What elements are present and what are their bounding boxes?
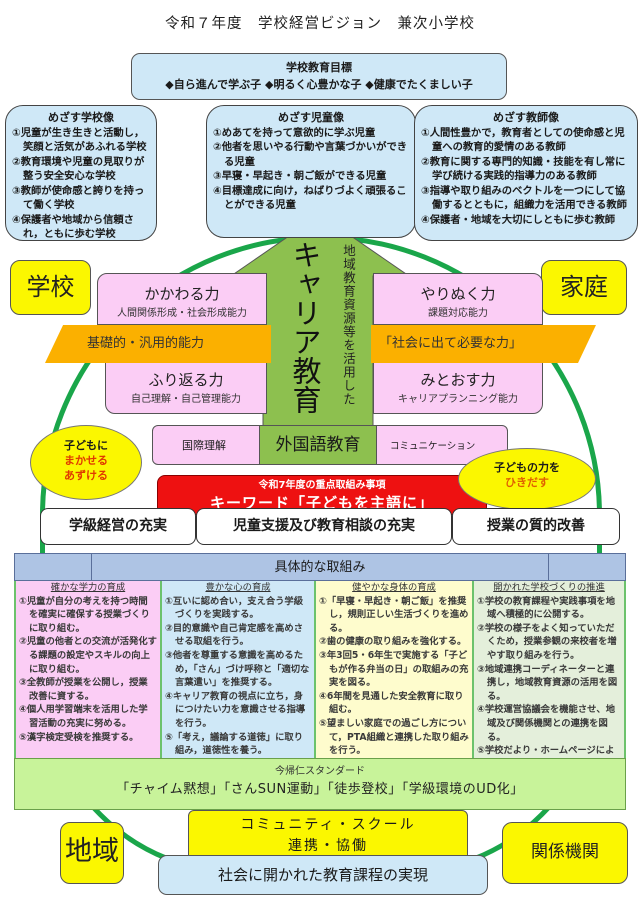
vision-item: ②他者を思いやる行動や言葉づかいができる児童 bbox=[213, 141, 408, 168]
column-title: 健やかな身体の育成 bbox=[352, 582, 436, 593]
column-item: ④個人用学習端末を活用した学習活動の充実に努める。 bbox=[19, 704, 148, 729]
society-ability-band: 「社会に出て必要な力」 bbox=[371, 325, 596, 363]
divider bbox=[91, 554, 92, 581]
ability-mitoosu: みとおす力 キャリアプランニング能力 bbox=[373, 362, 543, 414]
column-item: ④キャリア教育の視点に立ち，身につけたい力を意識させる指導を行う。 bbox=[165, 690, 306, 729]
column-item: ④6年間を見通した安全教育に取り組む。 bbox=[319, 690, 464, 716]
cloud-line: まかせる bbox=[64, 454, 108, 467]
target-student-vision: めざす児童像 ①めあてを持って意欲的に学ぶ児童 ②他者を思いやる行動や言葉づかい… bbox=[206, 105, 416, 238]
column-item: ②歯の健康の取り組みを強化する。 bbox=[319, 636, 467, 648]
column-title: 豊かな心の育成 bbox=[205, 582, 271, 593]
vision-item: ③教師が使命感と誇りを持って働く学校 bbox=[12, 184, 145, 212]
cloud-line: 子どもに bbox=[64, 439, 108, 452]
vision-item: ②教育環境や児童の見取りが整う安全安心な学校 bbox=[12, 155, 145, 183]
school-education-goal: 学校教育目標 ◆自ら進んで学ぶ子 ◆明るく心豊かな子 ◆健康でたくましい子 bbox=[131, 53, 507, 100]
column-title: 確かな学力の育成 bbox=[50, 582, 126, 593]
specific-initiatives-header: 具体的な取組み bbox=[14, 553, 626, 581]
foreign-language-row: 国際理解 外国語教育 コミュニケーション bbox=[152, 425, 508, 465]
target-school-vision: めざす学校像 ①児童が生き生きと活動し，笑顔と活気があふれる学校 ②教育環境や児… bbox=[5, 105, 157, 241]
open-curriculum-realization: 社会に開かれた教育課程の実現 bbox=[158, 855, 488, 895]
goal-title: 学校教育目標 bbox=[286, 61, 352, 74]
ability-sub: 人間関係形成・社会形成能力 bbox=[117, 308, 247, 319]
initiative-column-academic: 確かな学力の育成 ①児童が自分の考えを持つ時間を確実に確保する授業づくりに取り組… bbox=[14, 581, 160, 758]
ability-kakawaru: かかわる力 人間関係形成・社会形成能力 bbox=[97, 273, 267, 325]
vision-item: ③早寝・早起き・朝ご飯ができる児童 bbox=[213, 170, 387, 182]
school-box: 学校 bbox=[10, 260, 91, 315]
cloud-line: ひきだす bbox=[505, 476, 549, 489]
column-item: ③全教師が授業を公開し，授業改善に資する。 bbox=[19, 677, 148, 702]
page-title: 令和７年度 学校経営ビジョン 兼次小学校 bbox=[165, 16, 475, 32]
divider bbox=[548, 554, 549, 581]
column-item: ②目的意識や自己肯定感を高めさせる取組を行う。 bbox=[165, 622, 304, 648]
pillar-class-management: 学級経営の充実 bbox=[40, 508, 196, 545]
vision-item: ②教育に関する専門的知識・技能を有し常に学び続ける実践的指導力のある教師 bbox=[421, 155, 626, 183]
vision-title: めざす教師像 bbox=[493, 111, 559, 124]
vision-item: ④目標達成に向け，ねばりづよく頑張ることができる児童 bbox=[213, 184, 407, 212]
ability-sub: 課題対応能力 bbox=[428, 308, 488, 319]
home-box: 家庭 bbox=[541, 260, 627, 315]
cloud-line: あずける bbox=[64, 469, 108, 482]
column-title: 開かれた学校づくりの推進 bbox=[493, 582, 605, 593]
column-item: ⑤「考え，議論する道徳」に取り組み，道徳性を養う。 bbox=[165, 731, 304, 757]
column-item: ①学校の教育課程や実践事項を地域へ積極的に公開する。 bbox=[477, 595, 616, 621]
column-item: ⑤望ましい家庭での過ごし方について，PTA組織と連携した取り組みを行う。 bbox=[319, 717, 469, 757]
cloud-draw-out-ability: 子どもの力を ひきだす bbox=[458, 448, 596, 510]
community-school-title: コミュニティ・スクール bbox=[240, 817, 416, 833]
ability-title: やりぬく力 bbox=[420, 285, 496, 303]
column-item: ①児童が自分の考えを持つ時間を確実に確保する授業づくりに取り組む。 bbox=[19, 595, 150, 634]
ability-title: みとおす力 bbox=[420, 371, 496, 389]
pillar-lesson-improvement: 授業の質的改善 bbox=[452, 508, 620, 545]
career-education-sublabel: 地域教育資源等を活用した bbox=[341, 244, 356, 406]
standard-title: 今帰仁スタンダード bbox=[275, 766, 365, 777]
international-understanding: 国際理解 bbox=[182, 439, 226, 452]
ability-sub: キャリアプランニング能力 bbox=[398, 394, 518, 405]
cloud-entrust-children: 子どもに まかせる あずける bbox=[30, 425, 142, 500]
column-item: ②児童の他者との交流が活発化する課題の設定やスキルの向上に取り組む。 bbox=[19, 636, 157, 675]
column-item: ③他者を尊重する意識を高めるため，「さん」づけ呼称と「適切な言葉遣い」を推奨する… bbox=[165, 649, 310, 689]
column-item: ③地域連携コーディネーターと連携し，地域教育資源の活用を図る。 bbox=[477, 663, 618, 702]
column-item: ④学校運営協議会を機能させ、地域及び関係機関との連携を図る。 bbox=[477, 704, 616, 743]
basic-ability-band: 基礎的・汎用的能力 bbox=[45, 325, 271, 363]
column-item: ①「早寝・早起き・朝ご飯」を推奨し，規則正しい生活づくりを進める。 bbox=[319, 595, 469, 634]
cloud-line: 子どもの力を bbox=[494, 461, 560, 474]
community-box: 地域 bbox=[60, 822, 124, 884]
vision-item: ③指導や取り組みのベクトルを一つにして協働するとともに，組織力を活用できる教師 bbox=[421, 184, 627, 212]
vision-title: めざす学校像 bbox=[48, 111, 114, 124]
career-arrow-shape bbox=[231, 236, 409, 426]
nakijin-standard: 今帰仁スタンダード 「チャイム黙想」「さんSUN運動」「徒歩登校」「学級環境のU… bbox=[14, 758, 626, 810]
community-school-sub: 連携・協働 bbox=[288, 838, 368, 854]
ability-title: ふり返る力 bbox=[148, 371, 224, 389]
pillar-student-support: 児童支援及び教育相談の充実 bbox=[196, 508, 452, 545]
vision-item: ①児童が生き生きと活動し，笑顔と活気があふれる学校 bbox=[12, 126, 147, 154]
initiative-column-health: 健やかな身体の育成 ①「早寝・早起き・朝ご飯」を推奨し，規則正しい生活づくりを進… bbox=[314, 581, 472, 758]
priority-keyword: キーワード「子どもを主語に」 bbox=[209, 494, 434, 512]
specific-title: 具体的な取組み bbox=[274, 560, 366, 575]
ability-title: かかわる力 bbox=[144, 285, 220, 303]
priority-title: 令和7年度の重点取組み事項 bbox=[258, 480, 386, 491]
column-item: ②学校の様子をよく知っていただくため，授業参観の来校者を増やす取り組みを行う。 bbox=[477, 622, 617, 661]
column-item: ③年3回5・6年生で実施する「子どもが作る弁当の日」の取組みの充実を図る。 bbox=[319, 649, 469, 689]
initiative-column-open-school: 開かれた学校づくりの推進 ①学校の教育課程や実践事項を地域へ積極的に公開する。 … bbox=[472, 581, 626, 783]
column-item: ⑤漢字検定受検を推奨する。 bbox=[19, 731, 139, 743]
standard-items: 「チャイム黙想」「さんSUN運動」「徒歩登校」「学級環境のUD化」 bbox=[116, 782, 524, 797]
vision-item: ①人間性豊かで，教育者としての使命感と児童への教育的愛情のある教師 bbox=[421, 126, 625, 154]
vision-item: ④保護者や地域から信頼され，ともに歩む学校 bbox=[12, 213, 134, 241]
career-education-label: キャリア教育 bbox=[288, 240, 322, 414]
vision-item: ④保護者・地域を大切にしともに歩む教師 bbox=[421, 213, 616, 226]
ability-yarinuku: やりぬく力 課題対応能力 bbox=[373, 273, 543, 325]
goal-items: ◆自ら進んで学ぶ子 ◆明るく心豊かな子 ◆健康でたくましい子 bbox=[165, 78, 473, 91]
ability-furikaeru: ふり返る力 自己理解・自己管理能力 bbox=[105, 362, 267, 414]
column-item: ①互いに認め合い，支え合う学級づくりを実践する。 bbox=[165, 595, 304, 621]
target-teacher-vision: めざす教師像 ①人間性豊かで，教育者としての使命感と児童への教育的愛情のある教師… bbox=[414, 105, 638, 241]
vision-item: ①めあてを持って意欲的に学ぶ児童 bbox=[213, 126, 376, 139]
foreign-language-education: 外国語教育 bbox=[259, 425, 377, 465]
communication: コミュニケーション bbox=[390, 441, 476, 452]
initiative-column-heart: 豊かな心の育成 ①互いに認め合い，支え合う学級づくりを実践する。 ②目的意識や自… bbox=[160, 581, 314, 758]
vision-title: めざす児童像 bbox=[278, 111, 344, 124]
ability-sub: 自己理解・自己管理能力 bbox=[131, 394, 241, 405]
related-agencies-box: 関係機関 bbox=[502, 822, 628, 884]
